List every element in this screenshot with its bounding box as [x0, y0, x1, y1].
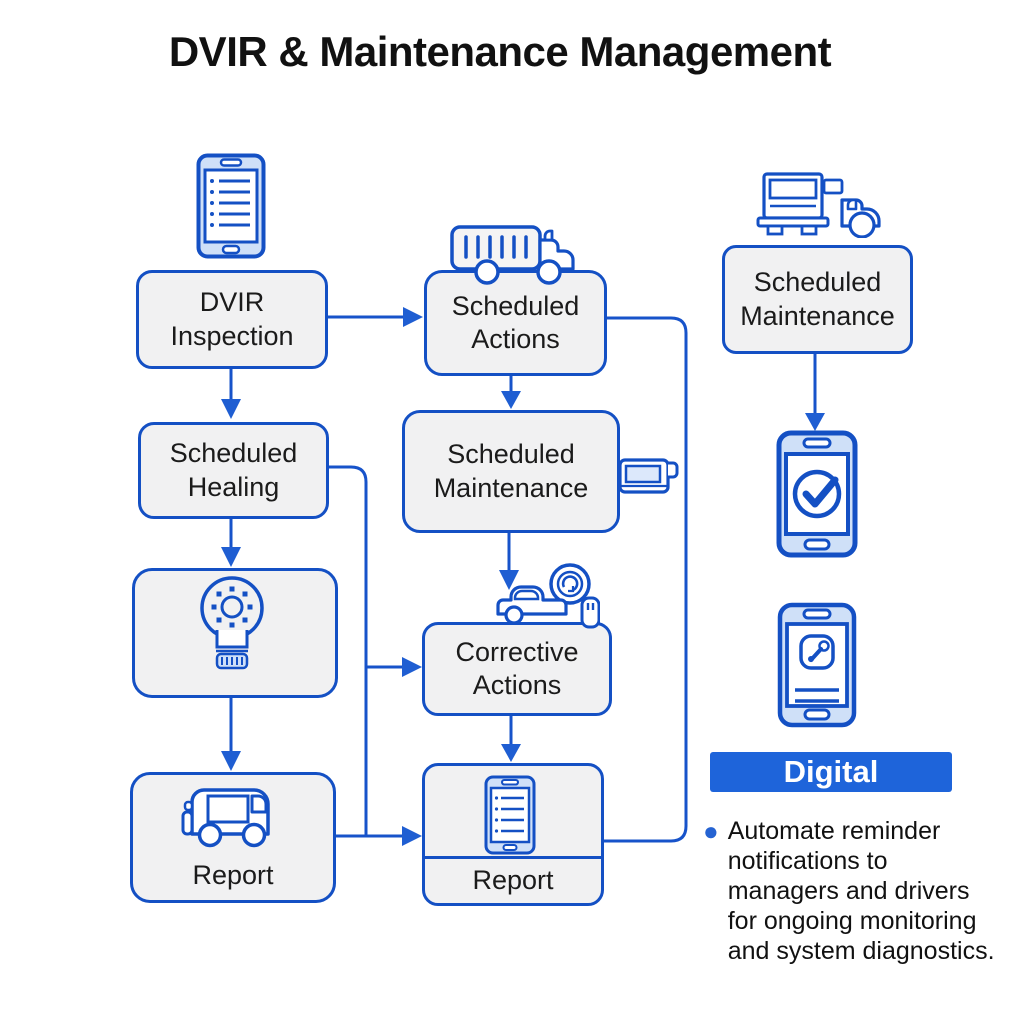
node-label: Corrective Actions: [455, 636, 579, 700]
bullet-dot-icon: ●: [703, 816, 719, 846]
arrowhead: [501, 744, 521, 762]
arrowhead: [499, 570, 519, 590]
box-truck-icon: [449, 224, 581, 286]
page-title: DVIR & Maintenance Management: [168, 28, 832, 75]
arrowhead: [221, 399, 241, 419]
card-reader-icon: [618, 452, 680, 500]
phone-checklist-icon: [196, 153, 266, 259]
digital-banner-label: Digital: [783, 754, 879, 789]
node-scheduled-healing: Scheduled Healing: [138, 422, 329, 519]
connector-healing-loop: [323, 465, 368, 836]
bullet-text: Automate reminder notifications to manag…: [727, 817, 995, 965]
semi-truck-icon: [740, 170, 886, 238]
arrowhead: [221, 547, 241, 567]
arrowhead: [221, 751, 241, 771]
node-label: Scheduled Actions: [451, 290, 580, 354]
node-scheduled-maintenance-right: Scheduled Maintenance: [722, 245, 913, 354]
lightbulb-icon: [196, 574, 268, 670]
node-label: Scheduled Maintenance: [433, 439, 589, 503]
bullet-item: ● Automate reminder notifications to man…: [703, 816, 995, 966]
phone-report-icon: [484, 775, 536, 855]
digital-banner: Digital: [710, 752, 952, 792]
node-label: Report: [192, 859, 274, 890]
node-corrective-actions: Corrective Actions: [422, 622, 612, 716]
node-label: Scheduled Healing: [169, 438, 298, 502]
arrowhead: [805, 413, 825, 431]
node-scheduled-actions: Scheduled Actions: [424, 270, 607, 376]
phone-check-icon: [776, 430, 858, 558]
node-dvir-inspection: DVIR Inspection: [136, 270, 328, 369]
arrowhead: [402, 657, 422, 677]
connector-actions-report-loop: [598, 316, 688, 843]
node-label: Report: [472, 865, 554, 896]
phone-service-icon: [777, 602, 857, 728]
pickup-inspection-icon: [494, 562, 600, 630]
arrowhead: [403, 307, 423, 327]
node-label: Scheduled Maintenance: [740, 267, 895, 331]
arrowhead: [501, 391, 521, 409]
arrowhead: [402, 826, 422, 846]
node-label: DVIR Inspection: [170, 287, 294, 351]
node-report-left: Report: [130, 772, 336, 903]
node-scheduled-maintenance-mid: Scheduled Maintenance: [402, 410, 620, 533]
delivery-van-icon: [180, 776, 280, 850]
